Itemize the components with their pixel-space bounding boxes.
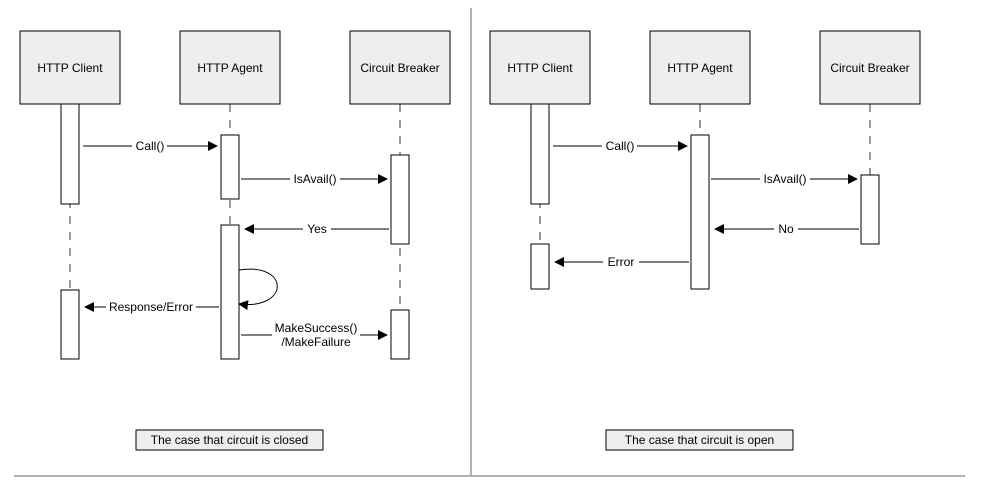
client-activation-1: [60, 103, 80, 205]
agent-activation-2: [220, 224, 240, 360]
message-make-success-failure: MakeSuccess() /MakeFailure: [241, 320, 388, 350]
message-label: MakeSuccess(): [275, 321, 358, 335]
closed-case-diagram: HTTP Client HTTP Agent Circuit Breaker C…: [19, 30, 451, 451]
message-label: /MakeFailure: [281, 335, 351, 349]
client-activation-2: [530, 243, 550, 290]
participant-circuit-breaker: Circuit Breaker: [349, 30, 451, 105]
message-label: No: [778, 222, 794, 236]
message-label: Call(): [606, 139, 635, 153]
participant-label: HTTP Client: [507, 61, 573, 75]
closed-case-caption: The case that circuit is closed: [135, 429, 324, 451]
message-error: Error: [554, 255, 689, 269]
participant-label: HTTP Agent: [197, 61, 263, 75]
participant-label: HTTP Client: [37, 61, 103, 75]
participant-http-agent: HTTP Agent: [649, 30, 751, 105]
open-case-diagram: HTTP Client HTTP Agent Circuit Breaker C…: [489, 30, 921, 451]
participant-label: Circuit Breaker: [830, 61, 909, 75]
message-label: Yes: [307, 222, 327, 236]
participant-http-agent: HTTP Agent: [179, 30, 281, 105]
participant-http-client: HTTP Client: [489, 30, 591, 105]
message-label: IsAvail(): [763, 172, 806, 186]
message-isavail: IsAvail(): [711, 172, 858, 186]
caption-label: The case that circuit is open: [625, 433, 774, 447]
client-activation-1: [530, 103, 550, 205]
message-label: IsAvail(): [293, 172, 336, 186]
participant-http-client: HTTP Client: [19, 30, 121, 105]
message-no: No: [714, 222, 859, 236]
message-call: Call(): [553, 139, 688, 153]
breaker-activation-2: [390, 309, 410, 360]
participant-circuit-breaker: Circuit Breaker: [819, 30, 921, 105]
open-case-caption: The case that circuit is open: [605, 429, 794, 451]
breaker-activation-1: [390, 154, 410, 245]
agent-activation-1: [220, 134, 240, 200]
message-isavail: IsAvail(): [241, 172, 388, 186]
breaker-activation-1: [860, 174, 880, 245]
message-response-error: Response/Error: [84, 300, 219, 314]
message-label: Error: [608, 255, 635, 269]
message-self-loop: [238, 268, 278, 311]
participant-label: HTTP Agent: [667, 61, 733, 75]
message-yes: Yes: [244, 222, 389, 236]
caption-label: The case that circuit is closed: [151, 433, 308, 447]
client-activation-2: [60, 289, 80, 360]
agent-activation-1: [690, 134, 710, 290]
message-label: Call(): [136, 139, 165, 153]
participant-label: Circuit Breaker: [360, 61, 439, 75]
message-call: Call(): [83, 139, 218, 153]
message-label: Response/Error: [109, 300, 193, 314]
